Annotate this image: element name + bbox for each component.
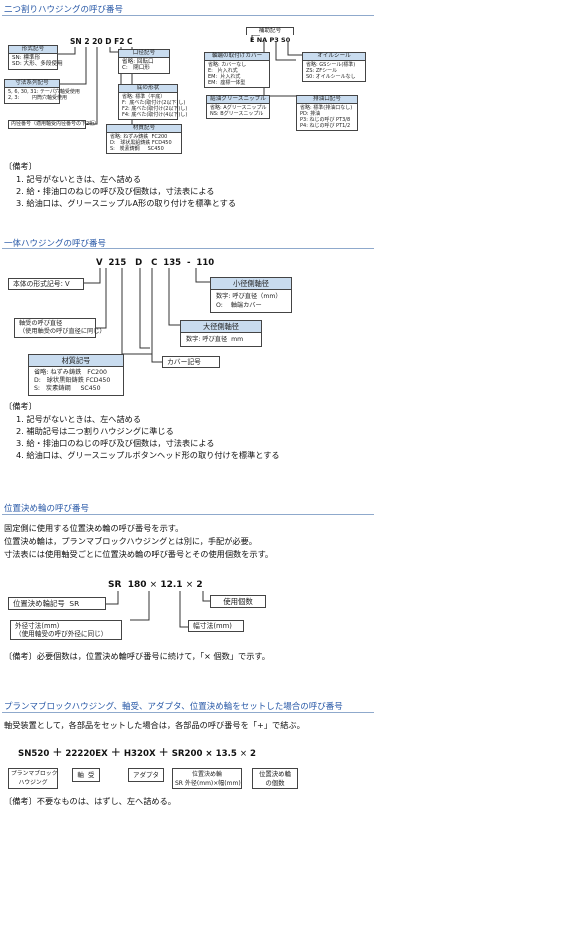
s3-intro-3: 寸法表には使用軸受ごとに位置決め輪の呼び番号とその使用個数を示す。	[4, 549, 274, 559]
s1-note-1: 1. 記号がないときは、左へ詰める	[16, 174, 142, 184]
section3-title: 位置決め輪の呼び番号	[4, 504, 90, 514]
s1-code-f2: F2	[114, 37, 125, 46]
s2-note-3: 3. 給・排油口のねじの呼び及び個数は，寸法表による	[16, 438, 215, 448]
s3-intro-2: 位置決め輪は，プランマブロックハウジングとは別に，手配が必要。	[4, 536, 257, 546]
section2-rule	[2, 248, 374, 249]
s1-code-row: SN 2 20 D F2 C	[70, 37, 133, 46]
s2-code-row: V 215 D C 135 - 110	[96, 258, 215, 268]
s1-bore-box: 内径番号（適用軸受内径番号の下2桁）	[8, 120, 99, 129]
s3-sr-box: 位置決め輪記号 SR	[8, 597, 106, 610]
s3-od-box: 外径寸法(mm) （使用軸受の呼び外径に同じ）	[10, 620, 122, 640]
s1-cover-box: 軸端の取付けカバー 省略: カバーなし E: 片入れ式 EM: 片入れ式 EM:…	[204, 52, 270, 88]
s1-material-box: 材質記号 省略: ねずみ鋳鉄 FC200 D: 球状黒鉛鋳鉄 FCD450 S:…	[106, 124, 182, 154]
s4-label-ring: 位置決め輪 SR 外径(mm)×幅(mm)	[172, 768, 242, 789]
s1-drain-box: 排油口記号 省略: 標準(排油口なし) PD: 排油 P3: ねじの呼び PT3…	[296, 95, 358, 131]
s2-cover-box: カバー記号	[162, 356, 220, 368]
s2-bearing-box: 軸受の呼び直径 （使用軸受の呼び直径に同じ）	[14, 318, 106, 338]
s1-bottom-box: 底の形状 省略: 標準（平底） F: 底ベた(取付け(2以下)し) F2: 底ベ…	[118, 84, 187, 120]
s1-type-box: 形式記号 SN: 標準形 SD: 大形、多段使用	[8, 45, 63, 70]
s1-code-sn: SN	[70, 37, 82, 46]
s1-note-head: 〔備考〕	[4, 161, 37, 171]
section2-title: 一体ハウジングの呼び番号	[4, 239, 107, 249]
s2-material-box: 材質記号 省略: ねずみ鋳鉄 FC200 D: 球状黒鉛鋳鉄 FCD450 S:…	[28, 354, 124, 396]
s3-count-box: 使用個数	[210, 595, 266, 608]
section4-rule	[2, 712, 374, 713]
s4-label-adapter: アダプタ	[128, 768, 164, 782]
s2-note-head: 〔備考〕	[4, 401, 37, 411]
s1-note-2: 2. 給・排油口のねじの呼び及び個数は，寸法表による	[16, 186, 215, 196]
section1-rule	[2, 15, 374, 16]
s1-seal-box: オイルシール 省略: GSシール(標準) ZS: ZFシール S0: オイルシー…	[302, 52, 366, 82]
s2-note-4: 4. 給油口は、グリースニップルボタンヘッド形の取り付けを標準とする	[16, 450, 280, 460]
s4-note: 〔備考〕不要なものは、はずし、左へ詰める。	[4, 796, 176, 806]
s4-label-count: 位置決め輪 の個数	[252, 768, 298, 789]
s1-grease-box: 給油グリースニップル 省略: Aグリースニップル NS: Bグリースニップル	[206, 95, 270, 119]
s2-type-box: 本体の形式記号: V	[8, 278, 84, 290]
s3-width-box: 幅寸法(mm)	[188, 620, 244, 632]
s4-label-housing: プランマブロック ハウジング	[8, 768, 58, 789]
s1-code-20: 20	[92, 37, 103, 46]
s3-code-row: SR 180 × 12.1 × 2	[108, 580, 203, 590]
section3-rule	[2, 514, 374, 515]
s4-intro: 軸受装置として，各部品をセットした場合は，各部品の呼び番号を「+」で結ぶ。	[4, 720, 305, 730]
s3-note: 〔備考〕必要個数は，位置決め輪呼び番号に続けて，「× 個数」で示す。	[4, 651, 270, 661]
s2-small-box: 小径側軸径 数字: 呼び直径（mm） O: 軸端カバー	[210, 277, 292, 313]
s2-large-box: 大径側軸径 数字: 呼び直径 mm	[180, 320, 262, 347]
s1-aux-box: 補助記号	[246, 27, 294, 35]
s1-aux-code: E NA P3 S0	[250, 36, 291, 44]
s1-code-d: D	[105, 37, 112, 46]
s2-note-2: 2. 補助記号は二つ割りハウジングに準じる	[16, 426, 174, 436]
section4-title: プランマブロックハウジング、軸受、アダプタ、位置決め輪をセットした場合の呼び番号	[4, 702, 343, 712]
s1-code-c: C	[127, 37, 133, 46]
s1-mouth-box: 口径記号 省略: 回転口 C: 閉口形	[118, 49, 170, 74]
s3-intro-1: 固定側に使用する位置決め輪の呼び番号を示す。	[4, 523, 184, 533]
s4-label-bearing: 軸 受	[72, 768, 100, 782]
s2-note-1: 1. 記号がないときは、左へ詰める	[16, 414, 142, 424]
s1-dim-box: 寸法系列記号 5, 6, 30, 31: テーパ穴軸受使用 2, 3: 円筒穴軸…	[4, 79, 80, 104]
s1-note-3: 3. 給油口は、グリースニップルA形の取り付けを標準とする	[16, 198, 237, 208]
s4-code-row: SN520 + 22220EX + H320X + SR200 × 13.5 ×…	[18, 745, 257, 759]
s1-code-2: 2	[84, 37, 90, 46]
section1-title: 二つ割りハウジングの呼び番号	[4, 5, 124, 15]
